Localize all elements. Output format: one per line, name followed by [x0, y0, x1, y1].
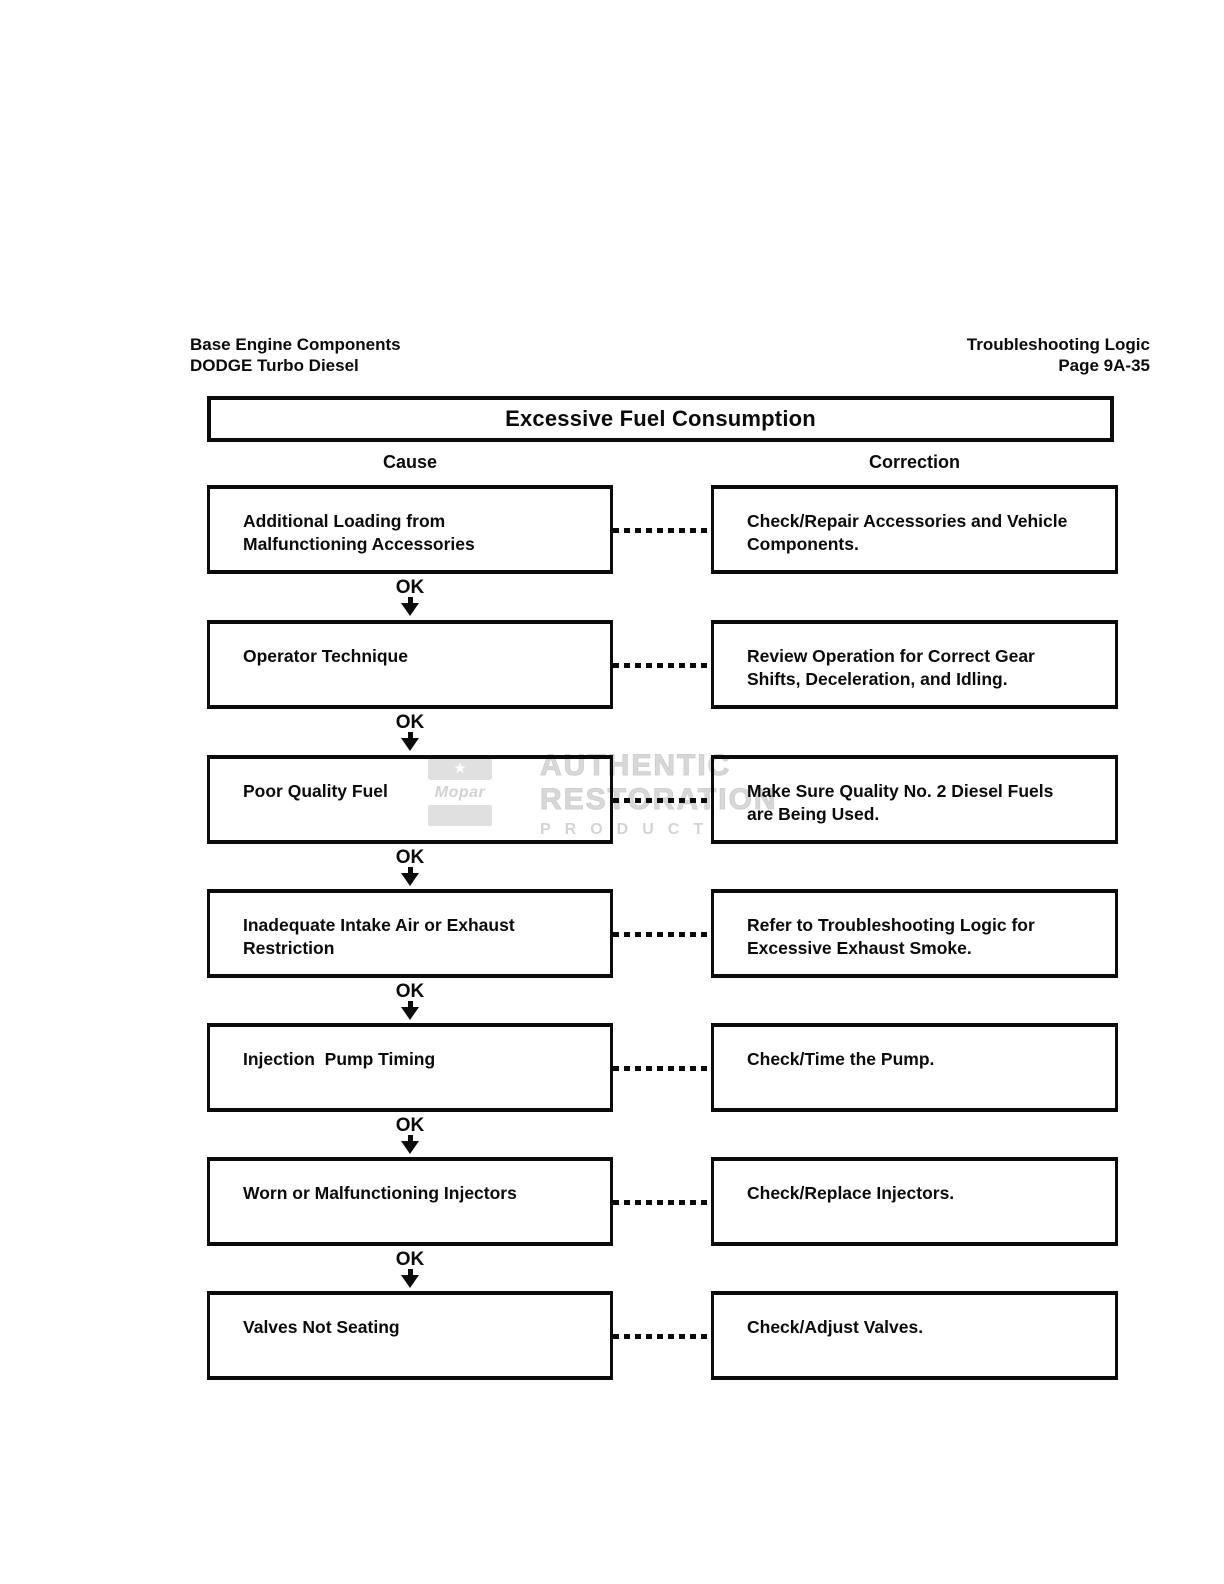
ok-arrow: OK [207, 578, 613, 616]
down-arrow-icon [407, 1001, 413, 1008]
correction-text: Review Operation for Correct Gear Shifts… [747, 646, 1040, 689]
cause-text: Injection Pump Timing [243, 1049, 436, 1069]
down-arrow-icon [407, 867, 413, 874]
correction-box: Refer to Troubleshooting Logic for Exces… [711, 889, 1118, 978]
correction-box: Check/Time the Pump. [711, 1023, 1118, 1112]
cause-box: Poor Quality Fuel [207, 755, 613, 844]
correction-text: Check/Adjust Valves. [747, 1317, 924, 1337]
header-right: Troubleshooting Logic Page 9A-35 [967, 334, 1150, 376]
ok-label: OK [395, 577, 425, 598]
ok-arrow: OK [207, 713, 613, 751]
dashed-connector [613, 1334, 711, 1339]
ok-arrow: OK [207, 848, 613, 886]
correction-text: Check/Replace Injectors. [747, 1183, 955, 1203]
watermark-line3: PRODUCT [540, 821, 718, 838]
down-arrow-icon [407, 1135, 413, 1142]
correction-text: Check/Repair Accessories and Vehicle Com… [747, 511, 1073, 554]
ok-arrow: OK [207, 982, 613, 1020]
down-arrow-icon [407, 732, 413, 739]
cause-text: Valves Not Seating [243, 1317, 400, 1337]
cause-text: Additional Loading from Malfunctioning A… [243, 511, 475, 554]
ok-label: OK [395, 1249, 425, 1270]
header-doc-title: Troubleshooting Logic [966, 335, 1150, 354]
dashed-connector [613, 1200, 711, 1205]
down-arrow-icon [407, 597, 413, 604]
ok-arrow: OK [207, 1250, 613, 1288]
cause-box: Inadequate Intake Air or Exhaust Restric… [207, 889, 613, 978]
cause-text: Inadequate Intake Air or Exhaust Restric… [243, 915, 520, 958]
mopar-logo: ★ Mopar [428, 758, 492, 826]
ok-label: OK [395, 1115, 425, 1136]
pentastar-icon: ★ [428, 758, 492, 780]
down-arrow-icon [407, 1269, 413, 1276]
cause-box: Injection Pump Timing [207, 1023, 613, 1112]
ok-label: OK [395, 712, 425, 733]
column-header-correction: Correction [868, 452, 960, 472]
correction-box: Check/Repair Accessories and Vehicle Com… [711, 485, 1118, 574]
cause-box: Additional Loading from Malfunctioning A… [207, 485, 613, 574]
cause-text: Poor Quality Fuel [243, 781, 388, 801]
correction-text: Check/Time the Pump. [747, 1049, 935, 1069]
flowchart-title: Excessive Fuel Consumption [505, 406, 816, 431]
dashed-connector [613, 528, 711, 533]
ok-arrow: OK [207, 1116, 613, 1154]
cause-text: Operator Technique [243, 646, 408, 666]
header-left: Base Engine Components DODGE Turbo Diese… [190, 334, 401, 376]
header-section-title: Base Engine Components [190, 335, 401, 354]
cause-box: Valves Not Seating [207, 1291, 613, 1380]
correction-box: Check/Adjust Valves. [711, 1291, 1118, 1380]
mopar-logo-block [428, 805, 492, 826]
correction-box: Review Operation for Correct Gear Shifts… [711, 620, 1118, 709]
column-header-cause: Cause [382, 452, 438, 472]
cause-text: Worn or Malfunctioning Injectors [243, 1183, 517, 1203]
correction-box: Make Sure Quality No. 2 Diesel Fuels are… [711, 755, 1118, 844]
dashed-connector [613, 798, 711, 803]
dashed-connector [613, 932, 711, 937]
cause-box: Worn or Malfunctioning Injectors [207, 1157, 613, 1246]
header-vehicle: DODGE Turbo Diesel [190, 356, 359, 375]
correction-box: Check/Replace Injectors. [711, 1157, 1118, 1246]
correction-text: Make Sure Quality No. 2 Diesel Fuels are… [747, 781, 1059, 824]
correction-text: Refer to Troubleshooting Logic for Exces… [747, 915, 1040, 958]
ok-label: OK [395, 847, 425, 868]
mopar-logo-text: Mopar [434, 784, 486, 801]
dashed-connector [613, 1066, 711, 1071]
flowchart-title-box: Excessive Fuel Consumption [207, 396, 1114, 442]
cause-box: Operator Technique [207, 620, 613, 709]
dashed-connector [613, 663, 711, 668]
header-page-number: Page 9A-35 [1058, 356, 1150, 375]
ok-label: OK [395, 981, 425, 1002]
watermark-line1: AUTHENTIC [540, 749, 732, 783]
